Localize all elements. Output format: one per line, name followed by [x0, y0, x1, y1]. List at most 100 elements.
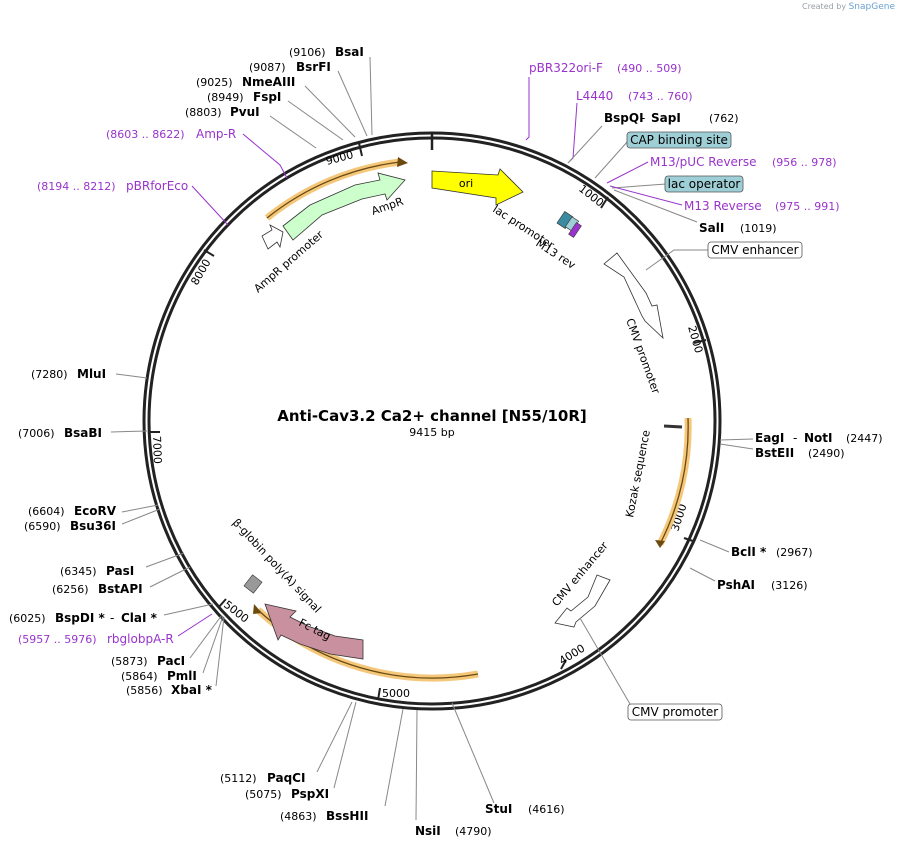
m13r-leader [609, 185, 683, 206]
ecorv-name: EcoRV [74, 504, 117, 518]
ampr-p-name: Amp-R [196, 127, 236, 141]
ori-label: ori [459, 177, 473, 190]
stui-name: StuI [485, 802, 512, 816]
feature-ampr: AmpR [282, 172, 406, 241]
bsrfi-name: BsrFI [296, 60, 331, 74]
m13puc-leader [606, 161, 649, 184]
paci-leader [189, 614, 223, 659]
fc-orf-arrowhead [253, 604, 262, 614]
bsteii-leader [719, 443, 754, 450]
feature-ampr-promoter: AmpR promoter [251, 224, 326, 295]
l4440-range: (743 .. 760) [628, 90, 693, 103]
eagi-sep: - [793, 431, 797, 445]
bsteii-name: BstEII [755, 446, 794, 460]
kozak-label: Kozak sequence [623, 429, 653, 519]
pspxi-leader [333, 701, 357, 789]
primer-annotations: pBR322ori-F (490 .. 509) L4440 (743 .. 7… [18, 61, 840, 646]
paqci-pos: (5112) [220, 772, 257, 785]
paqci-name: PaqCI [267, 771, 305, 785]
tick-6000 [217, 598, 227, 609]
bspdi-sep: - [110, 611, 114, 625]
pvui-name: PvuI [230, 105, 260, 119]
ecorv-leader [121, 504, 159, 513]
mlui-leader [115, 373, 148, 379]
nmeaiii-pos: (9025) [196, 76, 233, 89]
tick-label-5000: 5000 [382, 687, 410, 700]
pmli-pos: (5864) [121, 670, 158, 683]
paci-pos: (5873) [111, 655, 148, 668]
pbr322ori-range: (490 .. 509) [617, 62, 682, 75]
cmv-enh-label: CMV enhancer [711, 243, 798, 257]
m13puc-range: (956 .. 978) [772, 156, 837, 169]
m13r-name: M13 Reverse [684, 199, 762, 213]
bsabi-pos: (7006) [18, 427, 55, 440]
bsai-leader [369, 56, 373, 136]
ampr-p-leader [242, 133, 288, 179]
nsii-name: NsiI [415, 824, 441, 838]
tick-2000 [693, 339, 707, 344]
bsai-pos: (9106) [289, 46, 326, 59]
cmv-pro-label-box [627, 703, 723, 721]
mlui-pos: (7280) [31, 368, 68, 381]
bstapi-leader [149, 566, 191, 588]
xbai-pos: (5856) [126, 684, 163, 697]
l4440-name: L4440 [576, 89, 613, 103]
l4440-leader [569, 102, 578, 162]
nsii-pos: (4790) [455, 825, 492, 838]
cap-label: CAP binding site [630, 133, 728, 147]
paci-name: PacI [157, 654, 185, 668]
cap-label-box [626, 131, 732, 149]
sali-pos: (1019) [740, 222, 777, 235]
bstapi-pos: (6256) [52, 583, 89, 596]
m13r-range: (975 .. 991) [775, 200, 840, 213]
cmv-enh-label-box [707, 241, 803, 259]
bsabi-leader [110, 430, 148, 433]
bglobin-box [243, 574, 263, 594]
plasmid-size: 9415 bp [409, 426, 454, 439]
bspqi-sep: - [641, 111, 645, 125]
paqci-leader [316, 701, 353, 773]
pspxi-name: PspXI [291, 787, 329, 801]
sali-name: SalI [699, 221, 724, 235]
sapi-name: SapI [651, 111, 681, 125]
tick-5000 [377, 687, 381, 701]
cmv-enh-leader [645, 249, 709, 271]
bsu36i-name: Bsu36I [70, 519, 116, 533]
pvui-pos: (8803) [185, 106, 222, 119]
cmv-promoter-arrow [603, 252, 664, 340]
ampr-orf-arc-line [266, 161, 401, 219]
bsshii-pos: (4863) [280, 810, 317, 823]
nmeaiii-name: NmeAIII [242, 75, 295, 89]
ampr-p-range: (8603 .. 8622) [106, 128, 185, 141]
pshai-leader [689, 567, 716, 582]
fspi-leader [287, 100, 344, 141]
rbglobpa-name: rbglobpA-R [107, 632, 174, 646]
ori-arrow [431, 168, 524, 206]
bsu36i-leader [121, 508, 161, 525]
bspqi-pos: (762) [709, 112, 739, 125]
restriction-sites: (9106) BsaI (9087) BsrFI (9025) NmeAIII … [9, 45, 883, 838]
tick-9000 [358, 142, 363, 157]
ampr-orf-arrowhead [397, 157, 408, 167]
eagi-name: EagI [755, 431, 784, 445]
ecorv-pos: (6604) [28, 505, 65, 518]
bsai-name: BsaI [335, 45, 364, 59]
kozak-orf-arrowhead [655, 540, 665, 548]
pasi-name: PasI [106, 564, 134, 578]
pbr322ori-leader [525, 77, 530, 141]
sali-leader [613, 189, 698, 223]
bspqi-leader [567, 125, 603, 164]
pasi-pos: (6345) [60, 565, 97, 578]
bstapi-name: BstAPI [98, 582, 143, 596]
credit-brand: SnapGene [848, 2, 895, 12]
eagi-leader [719, 438, 754, 441]
pspxi-pos: (5075) [245, 788, 282, 801]
pbrforeco-leader [191, 185, 229, 226]
tick-3000 [683, 537, 694, 542]
boxed-labels: CAP binding site lac operator CMV enhanc… [579, 131, 803, 721]
pbrforeco-range: (8194 .. 8212) [37, 180, 116, 193]
noti-name: NotI [804, 431, 833, 445]
feature-ori: ori [431, 168, 524, 206]
bsshii-name: BssHII [326, 809, 368, 823]
